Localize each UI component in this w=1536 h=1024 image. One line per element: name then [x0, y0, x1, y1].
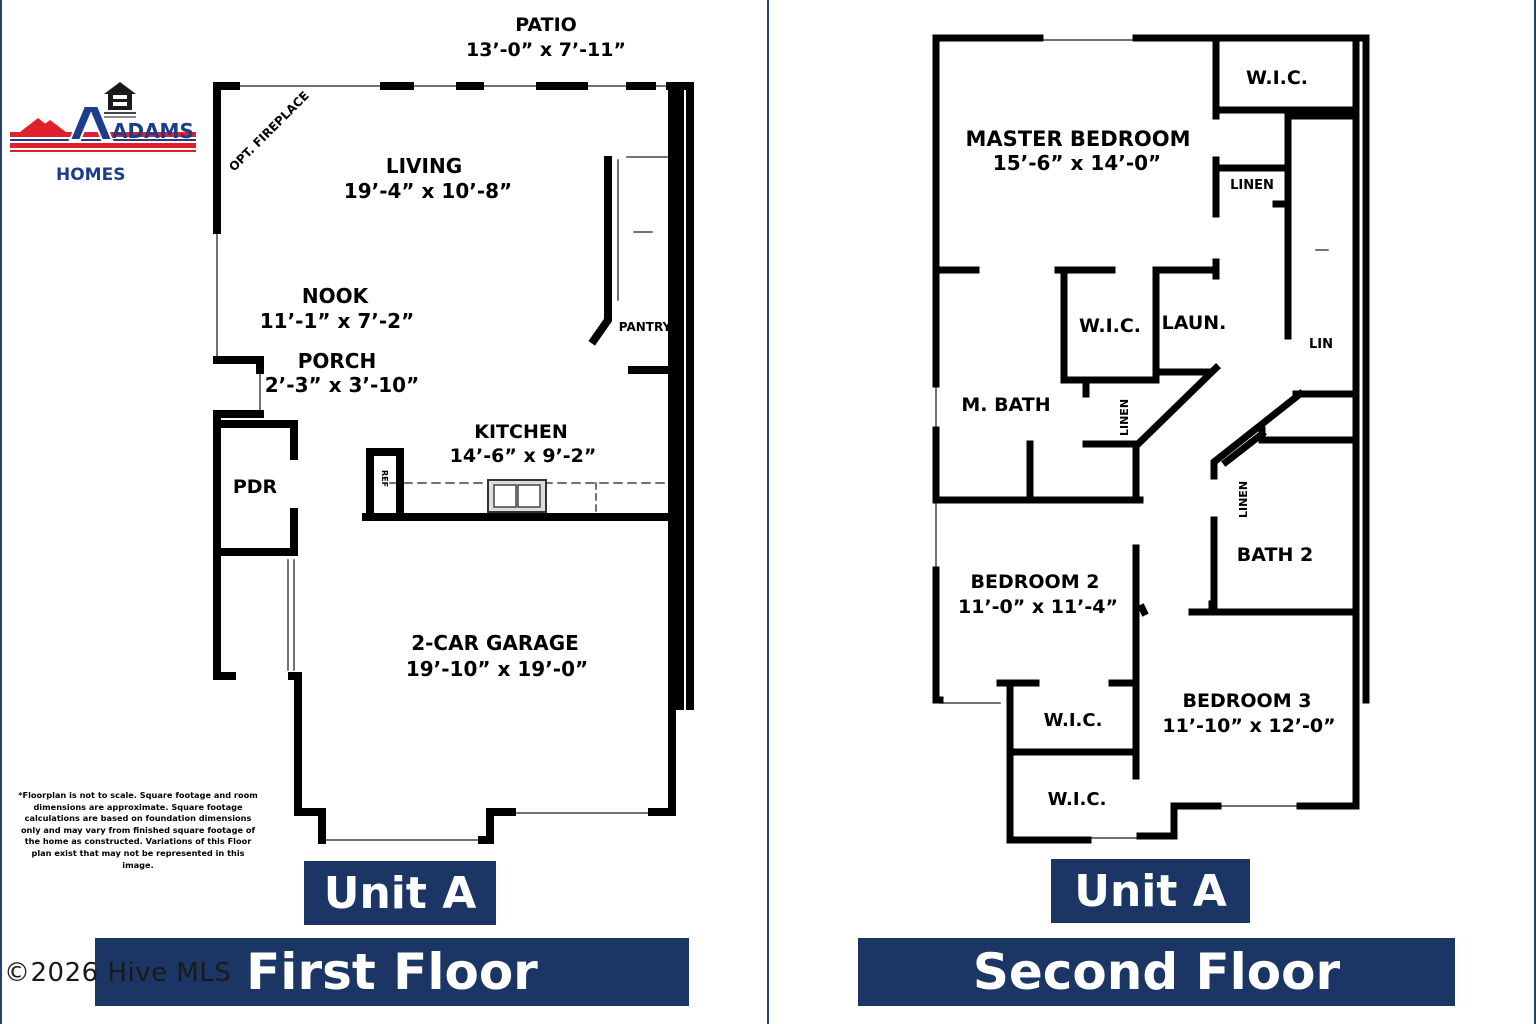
fireplace-label: OPT. FIREPLACE [226, 89, 312, 175]
wic-bedroom3-label: W.I.C. [1048, 789, 1107, 810]
first-floor-plan [213, 82, 694, 844]
laundry-label: LAUN. [1162, 312, 1227, 334]
living-label: LIVING [386, 154, 462, 178]
bath2-label: BATH 2 [1237, 544, 1313, 566]
bedroom2-dim: 11’-0” x 11’-4” [958, 596, 1118, 618]
lin-label: LIN [1309, 337, 1333, 352]
logo-name: ADAMS [112, 119, 194, 143]
garage-label: 2-CAR GARAGE [411, 631, 579, 655]
bedroom3-label: BEDROOM 3 [1183, 690, 1312, 712]
porch-dim: 2’-3” x 3’-10” [265, 373, 420, 397]
copyright-watermark: ©2026 Hive MLS [4, 958, 232, 988]
patio-dim: 13’-0” x 7’-11” [466, 39, 626, 61]
wic-master-label: W.I.C. [1246, 67, 1308, 89]
linen-top-label: LINEN [1230, 178, 1274, 193]
linen-mid-label: LINEN [1118, 399, 1131, 436]
porch-label: PORCH [298, 349, 376, 373]
left-frame-border [0, 0, 2, 1024]
pantry-label: PANTRY [619, 320, 672, 334]
kitchen-dim: 14’-6” x 9’-2” [450, 445, 597, 467]
garage-dim: 19’-10” x 19’-0” [406, 657, 588, 681]
pdr-label: PDR [233, 476, 278, 498]
living-dim: 19’-4” x 10’-8” [344, 179, 512, 203]
patio-label: PATIO [515, 14, 577, 36]
bedroom3-dim: 11’-10” x 12’-0” [1162, 715, 1335, 737]
nook-label: NOOK [302, 284, 370, 308]
ref-label: REF [380, 470, 389, 487]
second-floor-title-banner: Second Floor [858, 938, 1455, 1006]
nook-dim: 11’-1” x 7’-2” [260, 309, 415, 333]
master-bedroom-dim: 15’-6” x 14’-0” [993, 151, 1161, 175]
floorplan-disclaimer: *Floorplan is not to scale. Square foota… [18, 790, 258, 870]
wic-bedroom2-label: W.I.C. [1044, 710, 1103, 731]
center-divider [767, 0, 769, 1024]
master-bath-label: M. BATH [961, 394, 1050, 416]
first-floor-title-banner: First Floor [95, 938, 689, 1006]
kitchen-label: KITCHEN [474, 421, 567, 443]
second-floor-plan [932, 34, 1370, 844]
first-floor-unit-banner: Unit A [304, 861, 496, 925]
linen-right-label: LINEN [1237, 481, 1250, 518]
adams-homes-logo: ADAMS HOMES [8, 80, 198, 190]
right-frame-border [1534, 0, 1536, 1024]
logo-sub: HOMES [56, 165, 125, 185]
equal-housing-opportunity-icon [104, 82, 136, 118]
master-bedroom-label: MASTER BEDROOM [966, 127, 1191, 151]
second-floor-unit-banner: Unit A [1051, 859, 1250, 923]
wic-mid-label: W.I.C. [1079, 315, 1141, 337]
bedroom2-label: BEDROOM 2 [971, 571, 1100, 593]
